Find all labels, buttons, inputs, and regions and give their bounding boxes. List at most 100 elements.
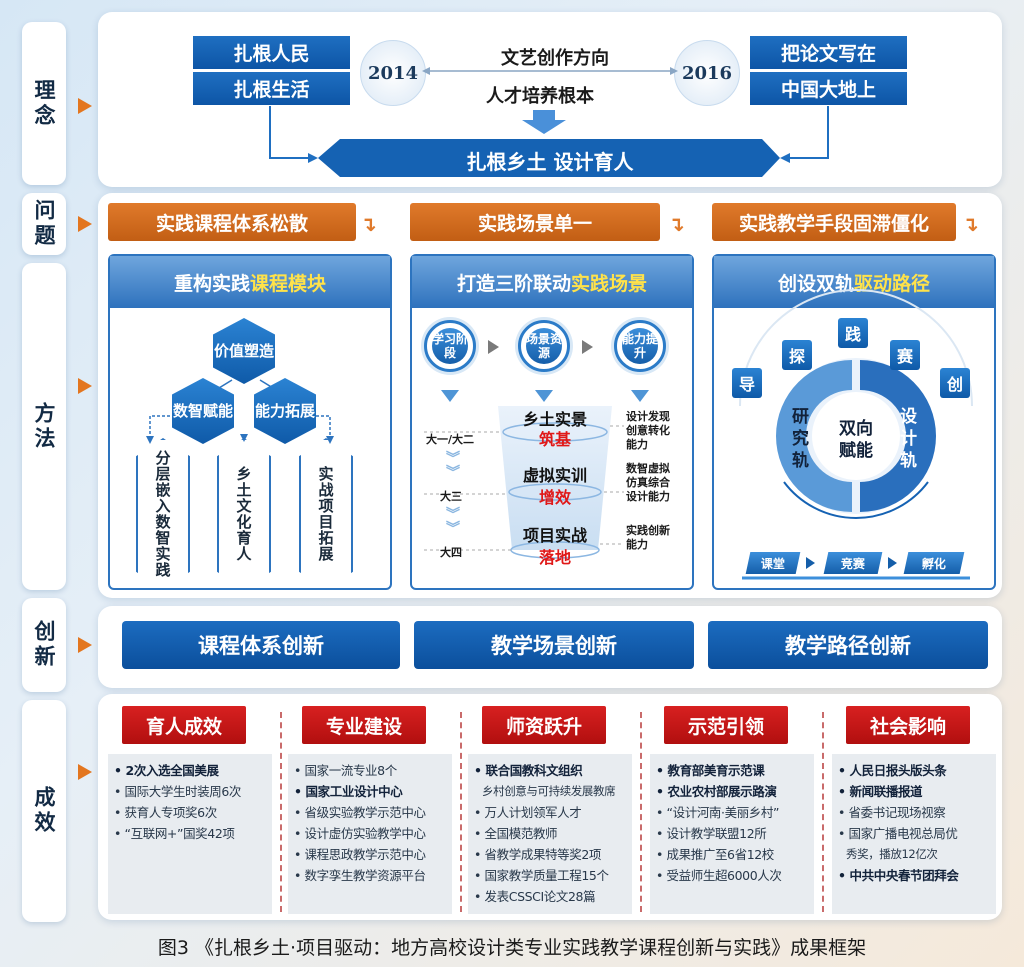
level-1-red: 筑基 bbox=[538, 430, 571, 449]
result-item: • 省教学成果特等奖2项 bbox=[474, 847, 601, 862]
card-title-highlight: 驱动路径 bbox=[854, 272, 931, 295]
column-divider bbox=[280, 712, 282, 912]
result-item: • 设计教学联盟12所 bbox=[656, 826, 767, 841]
result-item: • 新闻联播报道 bbox=[838, 784, 923, 799]
chip-class: 课堂 bbox=[745, 552, 801, 574]
result-body: • 国家一流专业8个 • 国家工业设计中心 • 省级实验教学示范中心 • 设计虚仿实验… bbox=[288, 754, 452, 914]
result-body: • 联合国教科文组织乡村创意与可持续发展教席• 万人计划领军人才• 全国模范教师… bbox=[468, 754, 632, 914]
stage-label: 学习阶段 bbox=[432, 328, 468, 364]
card-head: 重构实践课程模块 bbox=[110, 256, 390, 308]
result-item: • 教育部美育示范课 bbox=[656, 763, 765, 778]
result-item: • 国家教学质量工程15个 bbox=[474, 868, 609, 883]
chevron-right-icon bbox=[888, 557, 897, 569]
result-item: • 国家一流专业8个 bbox=[294, 763, 397, 778]
chevron-right-icon bbox=[806, 557, 815, 569]
card-title: 重构实践 bbox=[173, 272, 250, 295]
result-item: • 国家工业设计中心 bbox=[294, 784, 403, 799]
level-2-red: 增效 bbox=[538, 488, 571, 507]
level-3-red: 落地 bbox=[538, 548, 571, 567]
year-label-1: 大一/大二 bbox=[426, 433, 475, 446]
problem-2: 实践场景单一 bbox=[410, 203, 660, 241]
column-divider bbox=[822, 712, 824, 912]
concept-center-top: 文艺创作方向 bbox=[501, 48, 609, 69]
stage-label: 场景资源 bbox=[526, 328, 562, 364]
stage-learning: 学习阶段 bbox=[424, 320, 476, 372]
result-item: • 设计虚仿实验教学中心 bbox=[294, 826, 426, 841]
icon-practice: 践 bbox=[838, 318, 868, 348]
method-card-scene: 打造三阶联动实践场景 学习阶段 场景资源 能力提升 大一/大二 ︾︾ 大三 ︾︾… bbox=[410, 254, 694, 590]
result-body: • 教育部美育示范课• 农业农村部展示路演• “设计河南·美丽乡村”• 设计教学… bbox=[650, 754, 814, 914]
result-body: • 2次入选全国美展 • 国际大学生时装周6次 • 获育人专项奖6次 • “互联网+”… bbox=[108, 754, 272, 914]
long-hex-2: 乡土文化育人 bbox=[217, 438, 271, 590]
level-2-label: 虚拟实训 bbox=[522, 466, 587, 485]
funnel-shape bbox=[424, 406, 624, 559]
level-3-label: 项目实战 bbox=[522, 526, 587, 545]
result-head: 师资跃升 bbox=[482, 706, 606, 744]
chip-label: 竞赛 bbox=[840, 556, 865, 571]
result-item: • 省级实验教学示范中心 bbox=[294, 805, 426, 820]
chevrons-down-icon: ︾︾ bbox=[446, 451, 460, 481]
result-item: 秀奖，播放12亿次 bbox=[846, 847, 938, 861]
problem-1: 实践课程体系松散 bbox=[108, 203, 356, 241]
track-left-label: 研究轨 bbox=[792, 407, 809, 471]
chip-label: 孵化 bbox=[921, 556, 946, 571]
result-item: • 国际大学生时装周6次 bbox=[114, 784, 241, 799]
result-item: • “互联网+”国奖42项 bbox=[114, 826, 235, 841]
result-item: • 受益师生超6000人次 bbox=[656, 868, 782, 883]
concept-banner: 扎根乡土 设计育人 bbox=[466, 150, 634, 174]
card-title: 打造三阶联动 bbox=[456, 272, 571, 295]
concept-center-bottom: 人才培养根本 bbox=[486, 86, 594, 107]
result-item: • 2次入选全国美展 bbox=[114, 763, 219, 778]
ability-3: 实践创新能力 bbox=[626, 524, 670, 551]
result-item: • 获育人专项奖6次 bbox=[114, 805, 217, 820]
result-item: • 全国模范教师 bbox=[474, 826, 558, 841]
card-title: 创设双轨 bbox=[777, 272, 854, 295]
ability-1: 设计发现创意转化能力 bbox=[626, 410, 670, 451]
concept-left-top: 扎根人民 bbox=[193, 36, 350, 69]
stage-ability: 能力提升 bbox=[614, 320, 666, 372]
problem-3: 实践教学手段固滞僵化 bbox=[712, 203, 956, 241]
curl-arrow-icon: ↴ bbox=[962, 212, 979, 236]
card-title-highlight: 实践场景 bbox=[571, 272, 648, 295]
icon-explore: 探 bbox=[782, 340, 812, 370]
innovation-1: 课程体系创新 bbox=[122, 621, 400, 669]
card-head: 创设双轨驱动路径 bbox=[714, 256, 994, 308]
down-arrow-icon bbox=[631, 390, 649, 402]
card-head: 打造三阶联动实践场景 bbox=[412, 256, 692, 308]
section-tab-result: 成效 bbox=[22, 700, 66, 922]
result-item: • 人民日报头版头条 bbox=[838, 763, 947, 778]
concept-connectors bbox=[269, 67, 829, 177]
result-item: • 农业农村部展示路演 bbox=[656, 784, 777, 799]
result-head: 专业建设 bbox=[302, 706, 426, 744]
long-hex-1: 分层嵌入数智实践 bbox=[136, 438, 190, 590]
arrow-right-icon bbox=[582, 340, 593, 354]
icon-compete: 赛 bbox=[890, 340, 920, 370]
result-item: 乡村创意与可持续发展教席 bbox=[482, 784, 616, 798]
result-item: • 中共中央春节团拜会 bbox=[838, 868, 959, 883]
year-2016-badge: 2016 bbox=[674, 40, 740, 106]
down-arrow-icon bbox=[535, 390, 553, 402]
icon-guide: 导 bbox=[732, 368, 762, 398]
figure-caption: 图3 《扎根乡土·项目驱动：地方高校设计类专业实践教学课程创新与实践》成果框架 bbox=[157, 937, 867, 959]
problem-arrow-icon bbox=[78, 216, 92, 232]
long-hex-label: 乡土文化育人 bbox=[234, 466, 253, 562]
icon-create: 创 bbox=[940, 368, 970, 398]
column-divider bbox=[460, 712, 462, 912]
concept-arrow-icon bbox=[78, 98, 92, 114]
concept-right-bottom: 中国大地上 bbox=[750, 72, 907, 105]
result-head: 社会影响 bbox=[846, 706, 970, 744]
section-tab-innovation: 创新 bbox=[22, 598, 66, 692]
center-label: 双向赋能 bbox=[839, 419, 873, 461]
result-arrow-icon bbox=[78, 764, 92, 780]
chip-label: 课堂 bbox=[760, 556, 785, 571]
curl-arrow-icon: ↴ bbox=[668, 212, 685, 236]
result-item: • 省委书记现场视察 bbox=[838, 805, 946, 820]
chip-incubate: 孵化 bbox=[903, 552, 965, 574]
result-item: • 发表CSSCI论文28篇 bbox=[474, 889, 596, 904]
card-title-highlight: 课程模块 bbox=[250, 272, 327, 295]
result-item: • 成果推广至6省12校 bbox=[656, 847, 774, 862]
column-divider bbox=[640, 712, 642, 912]
chip-compete: 竞赛 bbox=[823, 552, 883, 574]
innovation-3: 教学路径创新 bbox=[708, 621, 988, 669]
long-hex-label: 实战项目拓展 bbox=[316, 466, 335, 562]
